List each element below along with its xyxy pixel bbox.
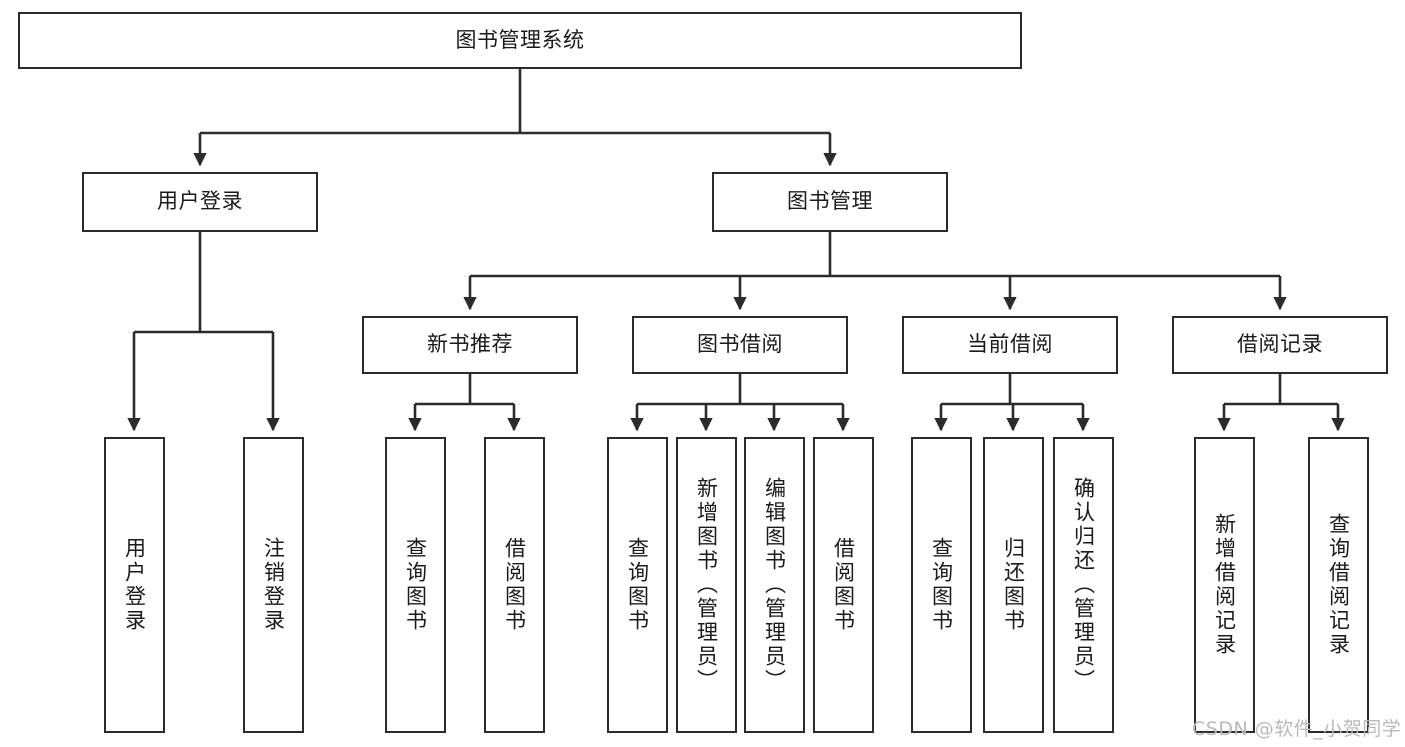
- node-borrow-record[interactable]: 借阅记录: [1172, 316, 1388, 374]
- node-leaf-query-book-2[interactable]: 查询图书: [607, 437, 668, 733]
- leaf-label: 编辑图书（管理员）: [762, 477, 787, 693]
- leaf-label: 用户登录: [122, 537, 147, 633]
- node-leaf-query-book-1[interactable]: 查询图书: [385, 437, 446, 733]
- node-leaf-user-logout[interactable]: 注销登录: [243, 437, 304, 733]
- leaf-label: 查询图书: [403, 537, 428, 633]
- node-new-book-recommend[interactable]: 新书推荐: [362, 316, 578, 374]
- leaf-label: 注销登录: [261, 537, 286, 633]
- leaf-label: 确认归还（管理员）: [1071, 477, 1096, 693]
- node-leaf-add-book[interactable]: 新增图书（管理员）: [676, 437, 737, 733]
- leaf-label: 查询图书: [625, 537, 650, 633]
- node-user-login[interactable]: 用户登录: [82, 172, 318, 232]
- leaf-label: 新增图书（管理员）: [694, 477, 719, 693]
- node-leaf-borrow-book-2[interactable]: 借阅图书: [813, 437, 874, 733]
- node-leaf-user-login[interactable]: 用户登录: [104, 437, 165, 733]
- leaf-label: 查询借阅记录: [1326, 513, 1351, 657]
- leaf-label: 查询图书: [929, 537, 954, 633]
- leaf-label: 借阅图书: [831, 537, 856, 633]
- node-leaf-add-record[interactable]: 新增借阅记录: [1194, 437, 1255, 733]
- node-leaf-edit-book[interactable]: 编辑图书（管理员）: [744, 437, 805, 733]
- node-root[interactable]: 图书管理系统: [18, 12, 1022, 69]
- node-leaf-borrow-book-1[interactable]: 借阅图书: [484, 437, 545, 733]
- leaf-label: 借阅图书: [502, 537, 527, 633]
- node-leaf-query-record[interactable]: 查询借阅记录: [1308, 437, 1369, 733]
- node-current-borrow[interactable]: 当前借阅: [902, 316, 1118, 374]
- node-leaf-query-book-3[interactable]: 查询图书: [911, 437, 972, 733]
- leaf-label: 归还图书: [1001, 537, 1026, 633]
- leaf-label: 新增借阅记录: [1212, 513, 1237, 657]
- node-leaf-confirm-return[interactable]: 确认归还（管理员）: [1053, 437, 1114, 733]
- watermark: CSDN @软件_小贺同学: [1192, 718, 1402, 740]
- node-book-borrow[interactable]: 图书借阅: [632, 316, 848, 374]
- node-leaf-return-book[interactable]: 归还图书: [983, 437, 1044, 733]
- node-book-manage[interactable]: 图书管理: [712, 172, 948, 232]
